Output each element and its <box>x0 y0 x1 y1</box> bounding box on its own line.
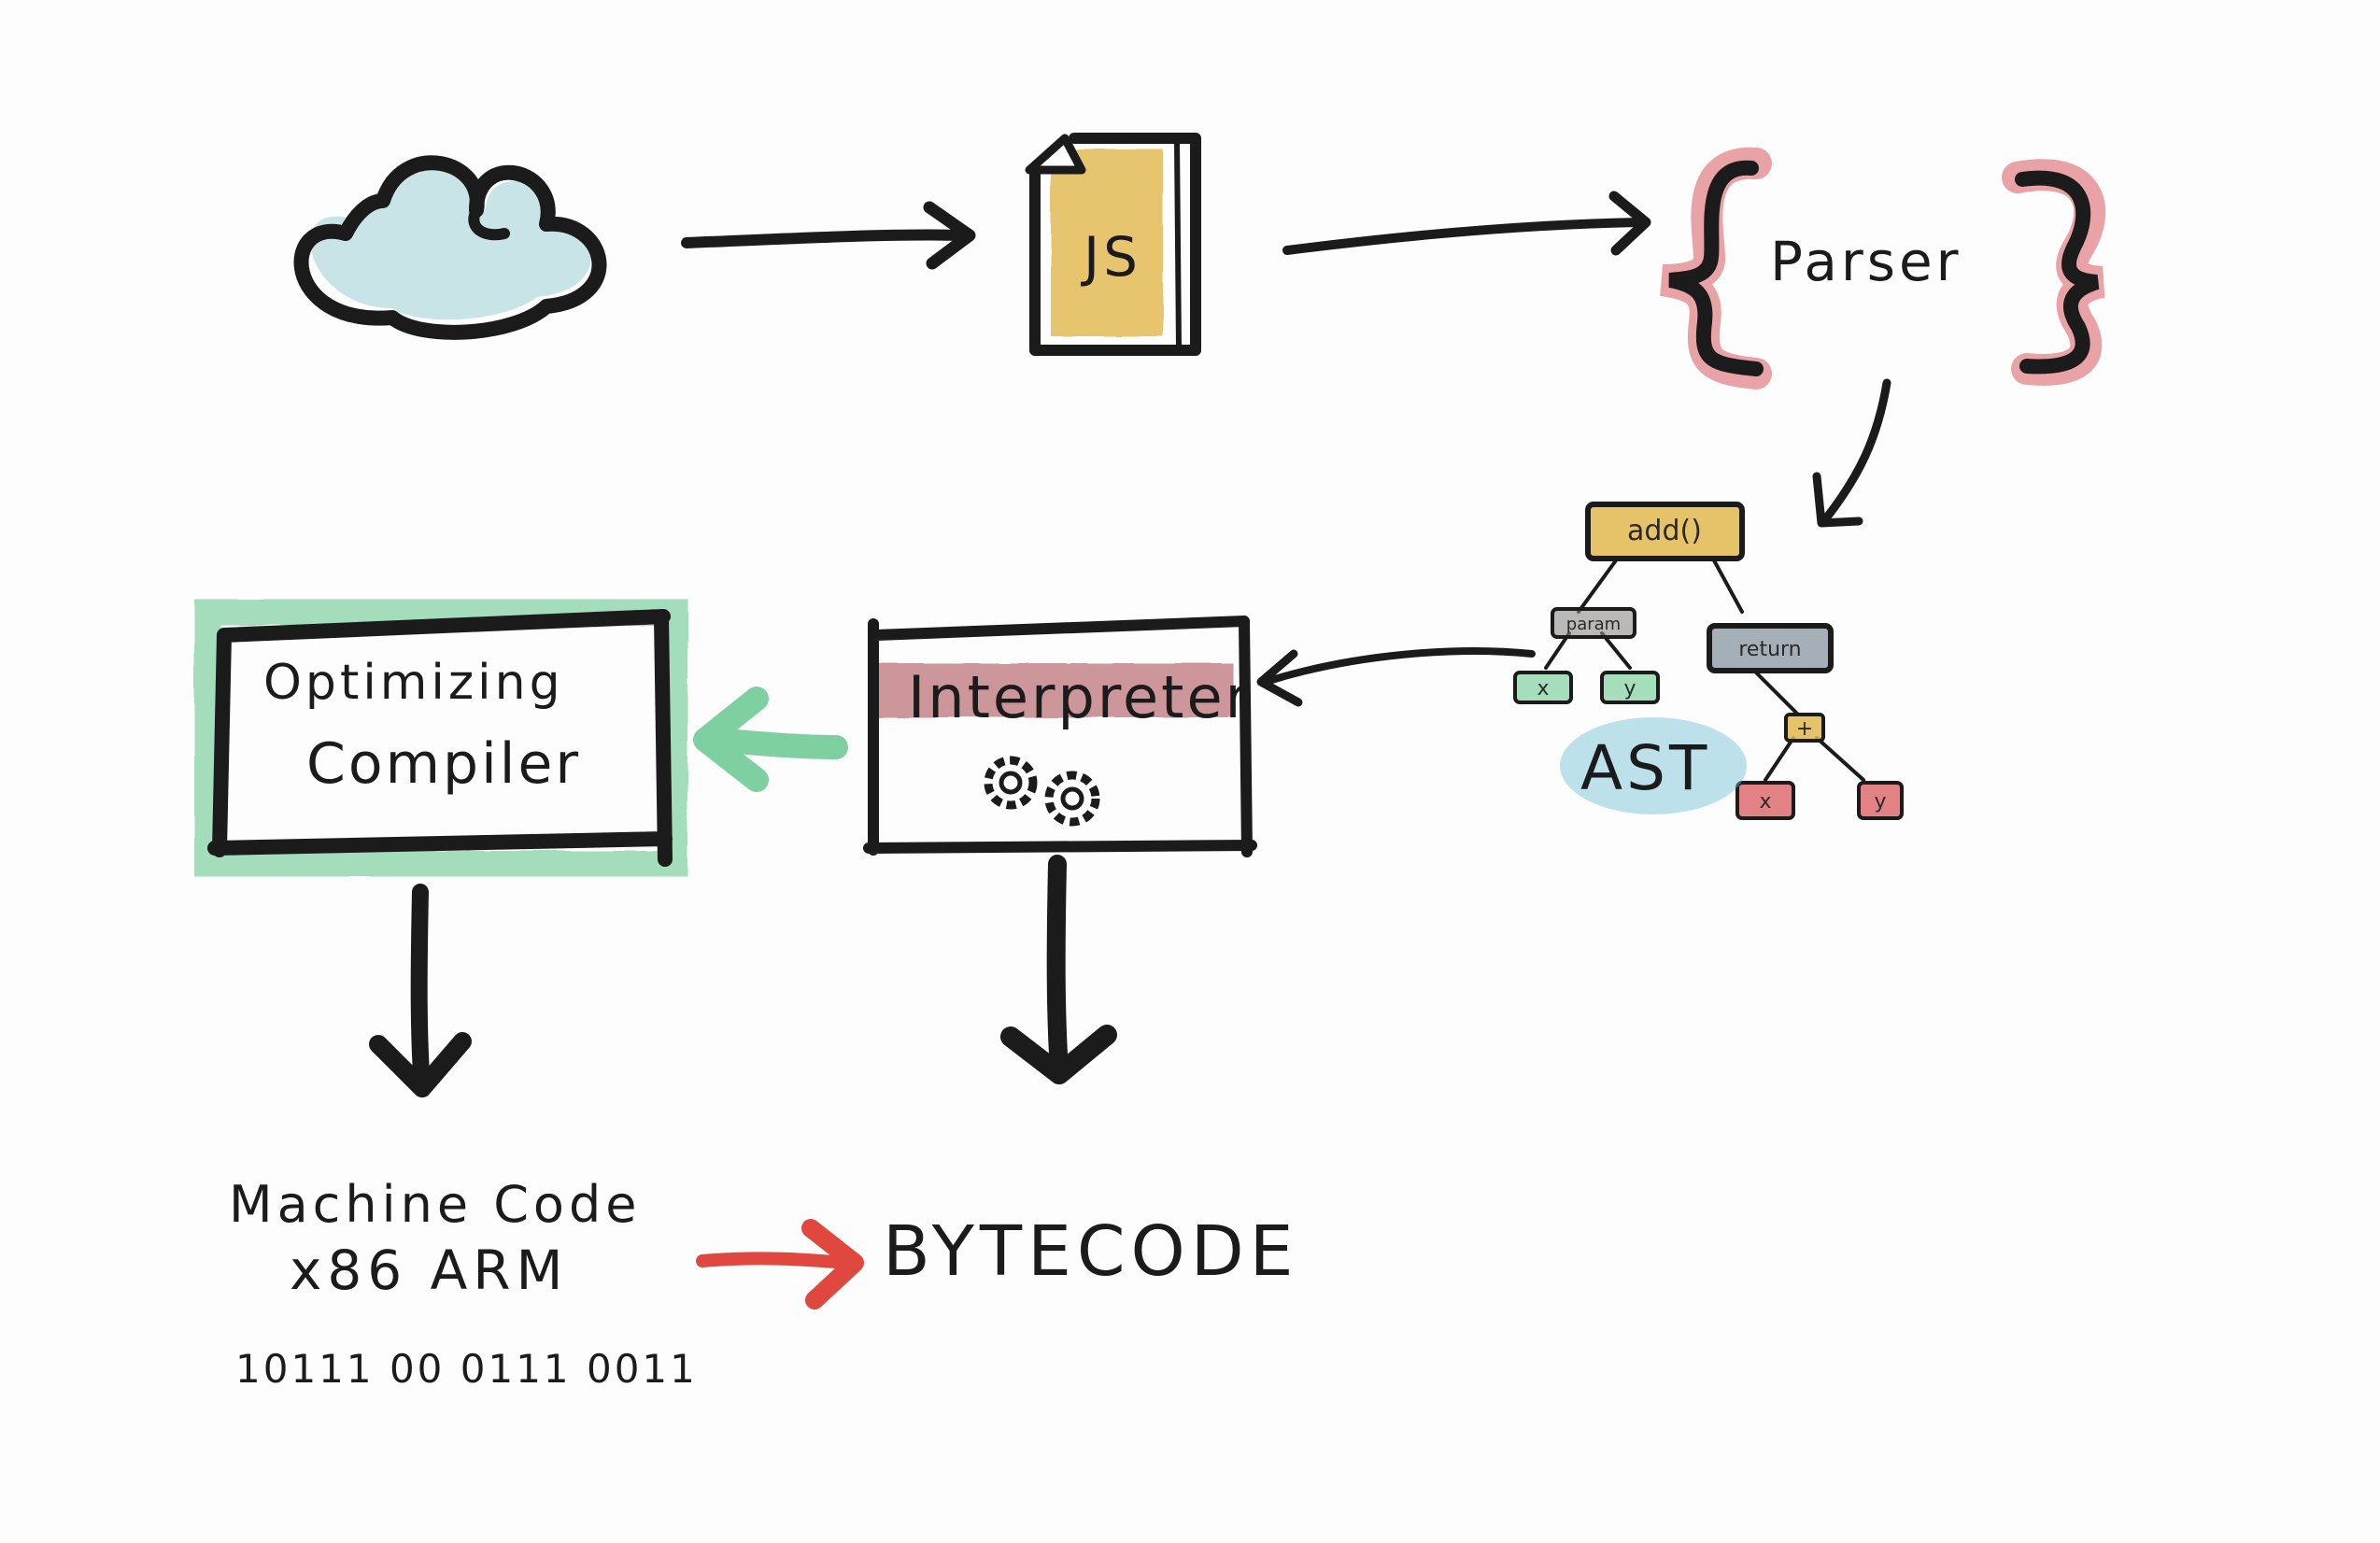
ast-params-node: param <box>1566 615 1621 634</box>
arrow-compiler-to-machine-code <box>369 884 472 1097</box>
arrow-ast-to-interpreter <box>1256 647 1536 707</box>
parser-label: Parser <box>1770 230 1962 293</box>
ast-tree: add() param return x y + x y AST <box>1513 502 1904 820</box>
machine-code-bits: 10111 00 0111 0011 <box>235 1346 698 1392</box>
ast-root-node: add() <box>1627 515 1702 547</box>
ast-return-node: return <box>1738 638 1801 661</box>
machine-code-arch: x86 ARM <box>290 1239 569 1302</box>
bytecode-block: BYTECODE <box>883 1211 1299 1292</box>
interpreter-block: Interpreter <box>863 616 1257 857</box>
arrow-machine-code-to-bytecode <box>696 1219 864 1309</box>
bytecode-label: BYTECODE <box>883 1211 1299 1292</box>
arrow-interpreter-to-bytecode <box>1000 855 1117 1084</box>
ast-op-node: + <box>1796 717 1813 741</box>
compiler-label-line1: Optimizing <box>263 655 564 711</box>
arrow-cloud-to-js <box>681 201 976 270</box>
ast-ret-x-node: x <box>1759 790 1771 814</box>
cloud-icon <box>293 155 607 340</box>
js-file-label: JS <box>1081 225 1141 289</box>
ast-param-x-node: x <box>1537 677 1549 701</box>
gears-icon <box>984 756 1100 827</box>
interpreter-label: Interpreter <box>908 663 1252 731</box>
ast-label: AST <box>1580 732 1710 804</box>
parser-block: Parser <box>1660 147 2106 389</box>
optimizing-compiler-block: Optimizing Compiler <box>194 599 687 877</box>
js-file-icon: JS <box>1025 133 1201 356</box>
ast-param-y-node: y <box>1623 677 1636 701</box>
machine-code-block: Machine Code x86 ARM 10111 00 0111 0011 <box>229 1175 698 1392</box>
arrow-interpreter-to-compiler <box>693 687 848 792</box>
machine-code-title: Machine Code <box>229 1175 641 1234</box>
arrow-js-to-parser <box>1282 191 1651 256</box>
arrow-parser-to-ast <box>1812 378 1891 528</box>
ast-ret-y-node: y <box>1874 790 1886 814</box>
compiler-label-line2: Compiler <box>306 731 581 797</box>
